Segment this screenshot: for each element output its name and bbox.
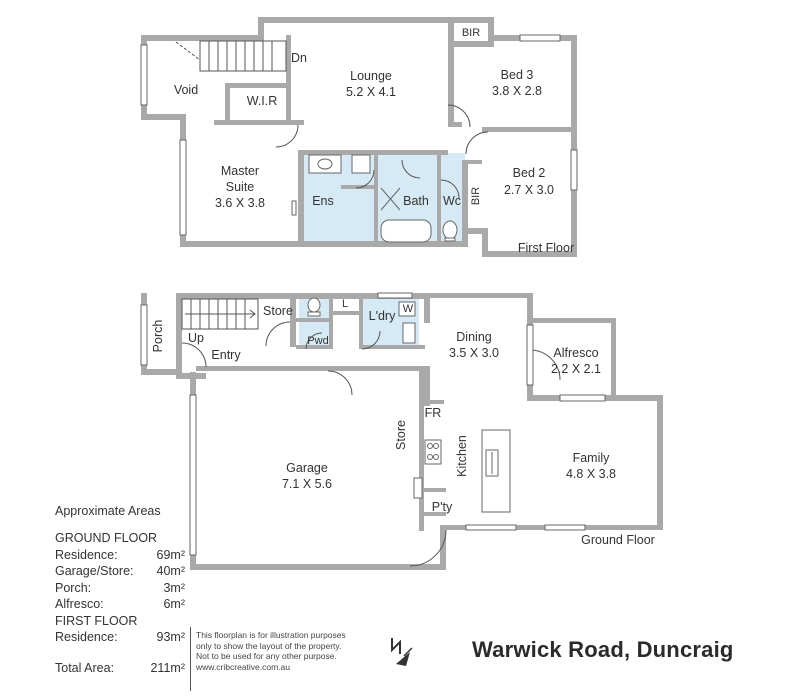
room-family: Family (573, 451, 611, 465)
first-floor-doors (275, 104, 489, 199)
ground-floor-fixtures (307, 297, 511, 513)
room-bir-side: BIR (470, 187, 482, 205)
room-porch: Porch (151, 320, 165, 353)
room-master-2: Suite (226, 180, 255, 194)
approximate-areas: Approximate Areas GROUND FLOOR Residence… (55, 504, 185, 676)
first-floor-stair (175, 40, 287, 72)
room-l: L (342, 298, 348, 310)
disclaimer: This floorplan is for illustration purpo… (196, 630, 346, 672)
room-bed2: Bed 2 (513, 166, 546, 180)
room-ens: Ens (312, 194, 334, 208)
label-w: W (403, 303, 414, 315)
ground-floor-doors (181, 321, 561, 567)
property-address: Warwick Road, Duncraig (472, 637, 734, 662)
room-garage-size: 7.1 X 5.6 (282, 477, 332, 491)
north-arrow-icon (391, 638, 413, 666)
room-ldry: L'dry (369, 309, 396, 323)
room-void: Void (174, 83, 198, 97)
area-alfresco: Alfresco:6m² (55, 597, 185, 611)
ground-floor-label: Ground Floor (581, 533, 655, 547)
area-total: Total Area:211m² (55, 660, 185, 675)
area-garage: Garage/Store:40m² (55, 564, 185, 578)
room-master-size: 3.6 X 3.8 (215, 196, 265, 210)
label-up: Up (188, 331, 204, 345)
room-master: Master (221, 164, 259, 178)
room-store-kitchen: Store (394, 420, 408, 450)
room-bed3-size: 3.8 X 2.8 (492, 84, 542, 98)
room-bir-top: BIR (462, 27, 480, 39)
room-bed3: Bed 3 (501, 68, 534, 82)
room-lounge-size: 5.2 X 4.1 (346, 85, 396, 99)
room-pantry: P'ty (432, 500, 453, 514)
room-entry: Entry (211, 348, 241, 362)
room-dining-size: 3.5 X 3.0 (449, 346, 499, 360)
room-bed2-size: 2.7 X 3.0 (504, 183, 554, 197)
room-store-top: Store (263, 304, 293, 318)
room-wc: Wc (443, 194, 461, 208)
room-family-size: 4.8 X 3.8 (566, 467, 616, 481)
first-floor-windows (140, 34, 578, 236)
room-garage: Garage (286, 461, 328, 475)
ground-floor-plan (140, 292, 663, 570)
room-kitchen: Kitchen (455, 435, 469, 477)
room-fr: FR (425, 406, 442, 420)
first-floor-label: First Floor (518, 241, 574, 255)
areas-title: Approximate Areas (55, 504, 161, 518)
area-residence-ff: Residence:93m² (55, 630, 185, 644)
room-pwd: Pwd (307, 335, 328, 347)
footer-divider (190, 627, 191, 691)
area-porch: Porch:3m² (55, 580, 185, 595)
room-bath: Bath (403, 194, 429, 208)
area-residence-gf: Residence:69m² (55, 547, 185, 562)
room-lounge: Lounge (350, 69, 392, 83)
room-labels: Void W.I.R Lounge 5.2 X 4.1 BIR Bed 3 3.… (151, 27, 655, 547)
room-wir: W.I.R (247, 94, 278, 108)
room-alfresco: Alfresco (553, 346, 598, 360)
ground-floor-windows (140, 292, 606, 556)
label-dn: Dn (291, 51, 307, 65)
ground-floor-stair (181, 298, 259, 330)
first-floor-plan (140, 17, 578, 257)
room-alfresco-size: 2.2 X 2.1 (551, 362, 601, 376)
ground-floor-heading: GROUND FLOOR (55, 531, 158, 545)
first-floor-heading: FIRST FLOOR (55, 613, 138, 628)
room-dining: Dining (456, 330, 491, 344)
first-floor-fixtures (308, 154, 458, 243)
